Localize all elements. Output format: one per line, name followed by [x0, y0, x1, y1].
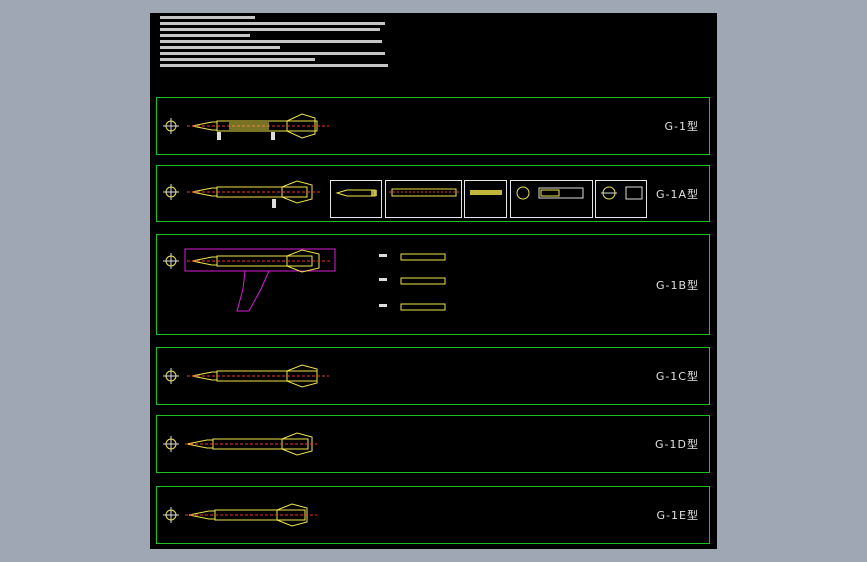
g1a-drawing: [163, 180, 322, 208]
panel-label: G-1A型: [655, 187, 699, 201]
detail-view-5: [595, 180, 647, 218]
panel-g1d: G-1D型: [156, 415, 710, 473]
panel-label: G-1E型: [656, 509, 699, 522]
panel-g1a: G-1A型: [156, 165, 710, 222]
g1e-drawing: [163, 503, 317, 527]
panel-label: G-1D型: [655, 438, 699, 451]
panel-label: G-1型: [664, 120, 699, 133]
detail-view-3: [464, 180, 507, 218]
panel-g1b: G-1B型: [156, 234, 710, 335]
detail-view-4: [510, 180, 593, 218]
panel-g1: G-1型: [156, 97, 710, 155]
g1d-drawing: [163, 432, 317, 456]
panel-g1e: G-1E型: [156, 486, 710, 544]
drawing-sheet: G-1型 G-1A型: [150, 13, 717, 549]
g1c-drawing: [163, 364, 329, 388]
detail-view-2: [385, 180, 462, 218]
detail-view-1: [330, 180, 382, 218]
panel-label: G-1C型: [655, 370, 699, 383]
panel-label: G-1B型: [655, 278, 699, 292]
g1b-drawing: [163, 248, 446, 312]
g1-drawing: [163, 113, 329, 140]
technical-notes: [160, 13, 460, 70]
panel-g1c: G-1C型: [156, 347, 710, 405]
